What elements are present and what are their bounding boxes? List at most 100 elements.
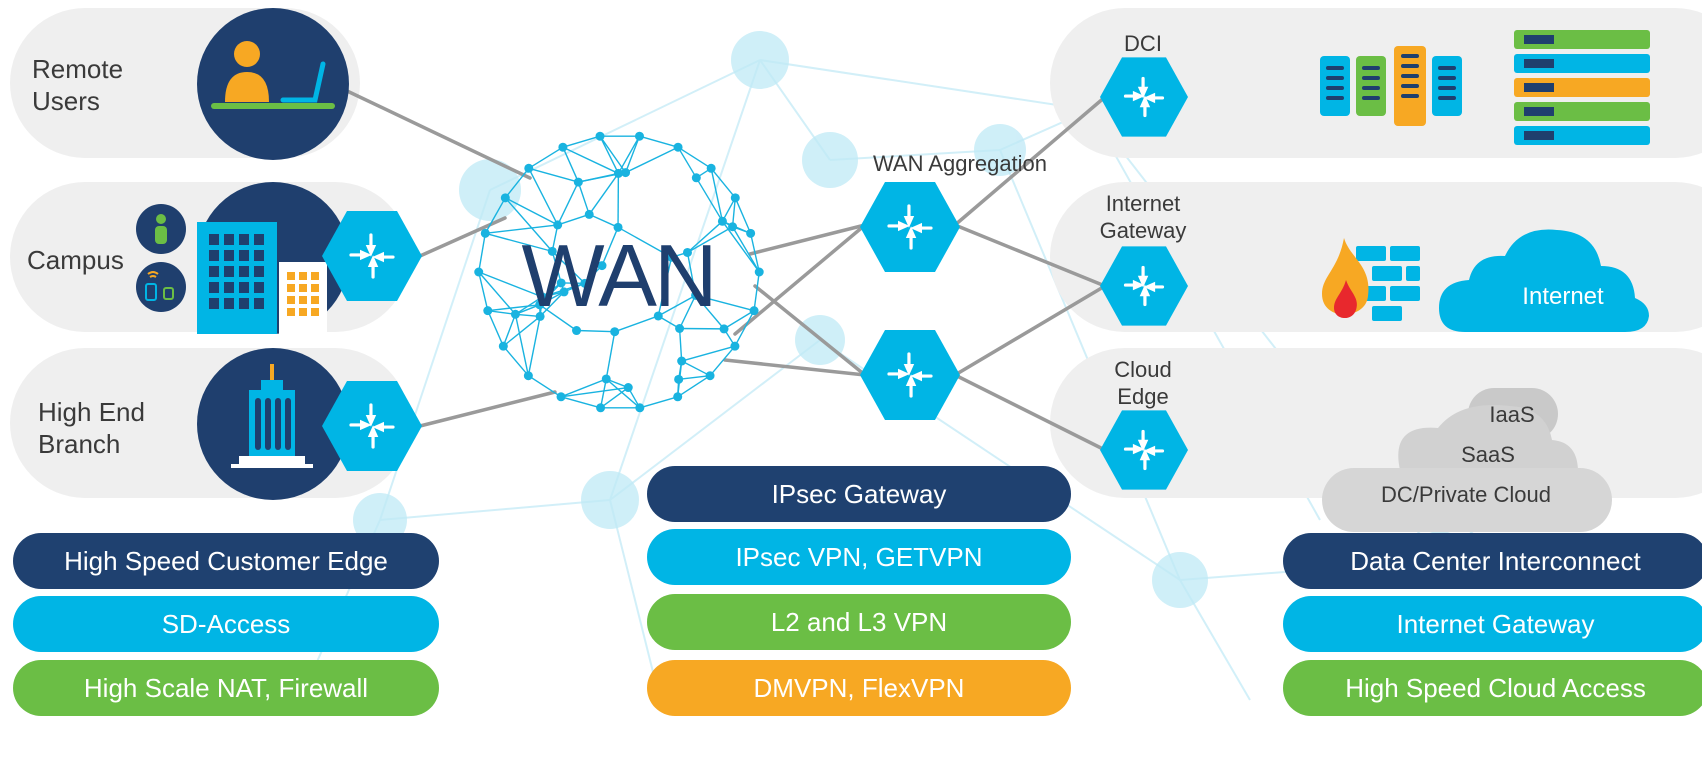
globe-link: [504, 167, 530, 199]
remote-users-circle: [197, 8, 349, 160]
globe-link: [478, 271, 543, 298]
globe-link: [478, 271, 489, 311]
globe-node: [480, 228, 490, 238]
globe-link: [551, 250, 586, 284]
person-laptop-icon: [211, 41, 335, 109]
globe-node: [705, 371, 715, 381]
globe-link: [677, 375, 711, 398]
globe-link: [577, 181, 590, 215]
globe-node: [535, 300, 545, 310]
globe-link: [710, 167, 736, 199]
globe-link: [560, 378, 607, 398]
campus-circle: [197, 182, 349, 334]
globe-link: [731, 197, 736, 227]
globe-link: [678, 328, 683, 362]
globe-node: [613, 168, 623, 178]
globe-link: [528, 146, 564, 169]
globe-node: [556, 278, 566, 288]
internet-label: Internet: [1522, 283, 1604, 310]
pill-internet-gateway: Internet Gateway: [1283, 596, 1702, 652]
building-icon: [197, 222, 327, 334]
router-cloud-edge-icon: [1100, 410, 1188, 490]
globe-node: [524, 163, 534, 173]
globe-link: [562, 146, 619, 175]
globe-node: [572, 326, 582, 336]
saas-label: SaaS: [1461, 442, 1515, 467]
globe-node: [675, 323, 685, 333]
globe-link: [678, 374, 711, 381]
globe-node: [498, 341, 508, 351]
pill-l2-l3-vpn: L2 and L3 VPN: [647, 594, 1071, 650]
globe-link: [639, 135, 679, 148]
globe-node: [728, 222, 738, 232]
globe-node: [474, 267, 484, 277]
globe-link: [731, 226, 760, 273]
globe-link: [487, 309, 516, 315]
globe-link: [723, 310, 755, 330]
mobile-devices-icon: [145, 271, 174, 301]
cloud-edge-label: Cloud Edge: [1114, 357, 1172, 409]
globe-link: [624, 135, 641, 173]
router-wan-aggregation-2-icon: [860, 330, 960, 420]
globe-node: [717, 216, 727, 226]
globe-link: [599, 378, 607, 408]
person-icon: [155, 214, 167, 244]
globe-node: [635, 403, 645, 413]
globe-node: [673, 392, 683, 402]
globe-link: [515, 296, 543, 315]
globe-node: [754, 267, 764, 277]
pill-dmvpn: DMVPN, FlexVPN: [647, 660, 1071, 716]
globe-link: [599, 135, 620, 174]
globe-node: [749, 306, 759, 316]
wan-aggregation-label: WAN Aggregation: [872, 151, 1048, 176]
globe-link: [576, 329, 615, 333]
globe-link: [657, 257, 673, 317]
globe-link: [502, 314, 517, 347]
globe-link: [527, 316, 541, 376]
globe-node: [510, 309, 520, 319]
globe-link: [686, 252, 697, 296]
pill-sd-access: SD-Access: [13, 596, 439, 652]
globe-link: [528, 167, 559, 226]
globe-link: [677, 146, 712, 169]
globe-node: [535, 311, 545, 321]
globe-node: [746, 228, 756, 238]
globe-link: [709, 345, 736, 377]
globe-node: [691, 290, 701, 300]
campus-person-circle: [136, 204, 186, 254]
globe-link: [539, 291, 565, 306]
skyscraper-icon: [231, 364, 313, 468]
globe-link: [639, 396, 678, 409]
router-internet-gateway-icon: [1100, 246, 1188, 326]
cloud-icon: Internet: [1439, 229, 1649, 332]
globe-link: [551, 251, 562, 284]
globe-link: [485, 232, 553, 253]
globe-link: [749, 233, 760, 273]
globe-node: [730, 341, 740, 351]
globe-node: [584, 209, 594, 219]
globe-link: [502, 345, 529, 377]
globe-link: [614, 315, 659, 333]
globe-link: [528, 167, 579, 183]
pill-high-speed-customer-edge: High Speed Customer Edge: [13, 533, 439, 589]
globe-link: [485, 224, 558, 235]
globe-link: [670, 256, 697, 296]
globe-node: [558, 142, 568, 152]
globe-node: [596, 403, 606, 413]
globe-link: [578, 172, 619, 183]
globe-link: [600, 386, 629, 409]
globe-node: [547, 246, 557, 256]
dci-label: DCI: [1124, 31, 1162, 56]
globe-link: [695, 294, 755, 312]
router-wan-aggregation-1-icon: [860, 182, 960, 272]
globe-link: [695, 294, 725, 330]
firewall-icon: [1322, 238, 1420, 321]
globe-link: [487, 304, 540, 312]
globe-link: [588, 213, 619, 228]
remote-users-label: Remote Users: [32, 54, 124, 116]
globe-node: [580, 278, 590, 288]
globe-node: [674, 374, 684, 384]
globe-node: [553, 220, 563, 230]
globe-link: [617, 226, 672, 258]
